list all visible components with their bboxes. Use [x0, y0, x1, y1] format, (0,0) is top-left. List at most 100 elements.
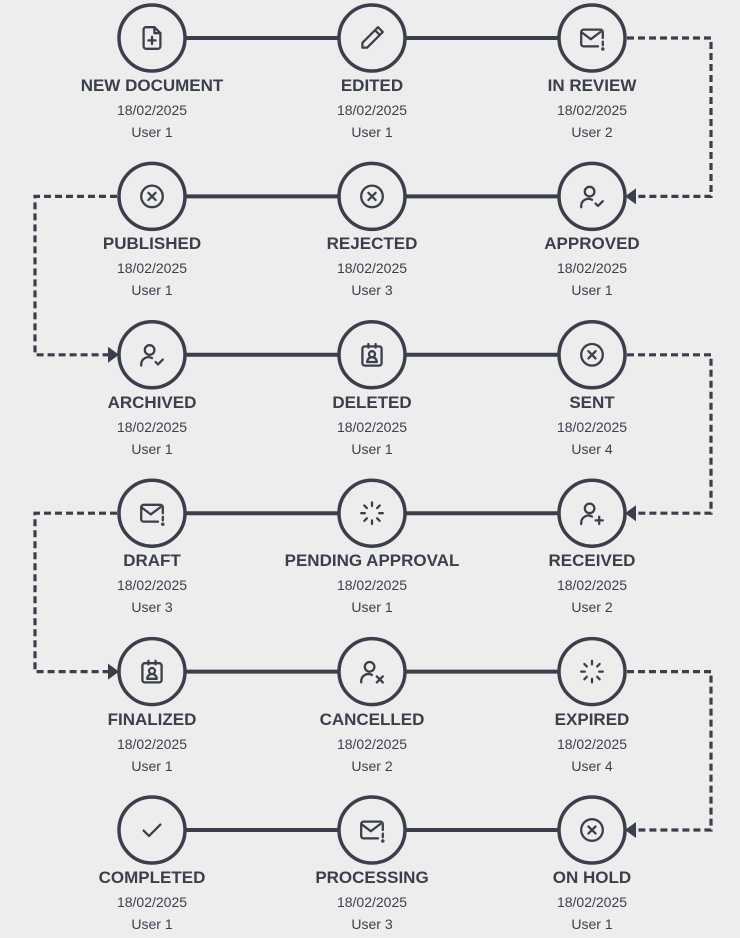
dashed-connector — [627, 36, 713, 198]
step-title: APPROVED — [544, 234, 640, 254]
step-user: User 3 — [351, 282, 393, 299]
step-node — [117, 636, 187, 707]
step-date: 18/02/2025 — [116, 260, 188, 277]
step-user: User 1 — [571, 916, 613, 932]
step-title: NEW DOCUMENT — [80, 76, 224, 95]
circle-x-icon — [360, 184, 384, 209]
arrowhead-icon — [108, 663, 119, 680]
step-title: DRAFT — [123, 551, 181, 571]
step-date: 18/02/2025 — [116, 418, 188, 435]
arrowhead-icon — [108, 346, 119, 363]
step-node — [557, 636, 627, 707]
step-user: User 3 — [351, 916, 393, 932]
step-title: RECEIVED — [548, 551, 636, 571]
check-icon — [142, 823, 162, 838]
step-node — [117, 795, 187, 865]
step-user: User 1 — [351, 124, 393, 140]
arrowhead-icon — [625, 505, 636, 522]
step-node-circle — [337, 320, 407, 390]
circle-x-icon — [580, 342, 604, 367]
step-user: User 4 — [571, 440, 613, 457]
step-user: User 1 — [131, 757, 173, 774]
step-date: 18/02/2025 — [116, 577, 188, 594]
circle-x-icon — [580, 818, 604, 842]
dashed-connector — [627, 353, 713, 515]
step-title: REJECTED — [326, 234, 418, 254]
arrowhead-icon — [625, 188, 636, 205]
step-node — [117, 3, 187, 73]
step-date: 18/02/2025 — [336, 894, 408, 910]
step-date: 18/02/2025 — [116, 894, 188, 910]
step-user: User 3 — [131, 599, 173, 616]
step-node — [557, 795, 627, 865]
step-node — [557, 478, 627, 548]
step-title: IN REVIEW — [547, 76, 637, 95]
step-node — [337, 320, 407, 390]
step-node-circle — [337, 3, 407, 73]
step-user: User 4 — [571, 757, 613, 774]
step-title: ARCHIVED — [107, 392, 197, 412]
step-title: PUBLISHED — [102, 234, 202, 254]
mail-alert-icon — [580, 28, 605, 51]
user-check-icon — [580, 185, 604, 209]
step-title: SENT — [569, 392, 615, 412]
step-date: 18/02/2025 — [556, 102, 628, 118]
step-date: 18/02/2025 — [556, 735, 628, 752]
step-node — [117, 478, 187, 548]
step-node-circle — [557, 636, 627, 707]
step-user: User 1 — [351, 440, 393, 457]
step-title: CANCELLED — [319, 709, 425, 729]
loader-icon — [580, 659, 604, 684]
step-title: EXPIRED — [554, 709, 630, 729]
step-date: 18/02/2025 — [116, 102, 188, 118]
step-title: DELETED — [332, 392, 412, 412]
document-plus-icon — [142, 26, 162, 50]
step-user: User 2 — [351, 757, 393, 774]
step-user: User 1 — [351, 599, 393, 616]
step-date: 18/02/2025 — [336, 260, 408, 277]
step-title: PROCESSING — [315, 868, 429, 887]
step-node — [557, 3, 627, 73]
step-date: 18/02/2025 — [336, 577, 408, 594]
step-title: PENDING APPROVAL — [284, 551, 460, 571]
step-node-circle — [337, 478, 407, 548]
step-user: User 1 — [131, 440, 173, 457]
step-title: ON HOLD — [552, 868, 632, 887]
step-node — [337, 795, 407, 865]
circle-x-icon — [140, 184, 164, 209]
step-node — [557, 161, 627, 232]
step-node — [557, 320, 627, 390]
step-date: 18/02/2025 — [116, 735, 188, 752]
step-title: EDITED — [340, 76, 404, 95]
step-date: 18/02/2025 — [336, 418, 408, 435]
dashed-connector — [33, 511, 117, 674]
user-x-icon — [360, 660, 384, 684]
step-user: User 1 — [131, 916, 173, 932]
mail-alert-icon — [140, 503, 165, 526]
step-node — [117, 320, 187, 390]
step-user: User 1 — [131, 282, 173, 299]
step-date: 18/02/2025 — [556, 418, 628, 435]
step-node-circle — [117, 636, 187, 707]
row-transitions — [33, 36, 713, 838]
step-node — [337, 478, 407, 548]
step-date: 18/02/2025 — [336, 735, 408, 752]
row-connectors — [185, 36, 559, 832]
user-plus-icon — [580, 502, 604, 526]
id-badge-icon — [361, 342, 383, 367]
